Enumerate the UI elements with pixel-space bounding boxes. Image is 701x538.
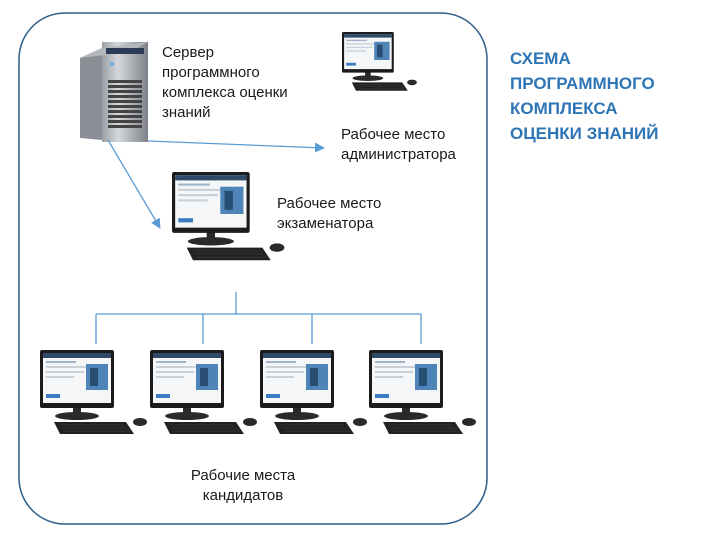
candidate-workstation-icon-1: [39, 349, 148, 435]
admin-label: Рабочее место администратора: [341, 125, 456, 165]
diagram-title-line: ОЦЕНКИ ЗНАНИЙ: [510, 124, 659, 143]
diagram-title-line: КОМПЛЕКСА: [510, 99, 618, 118]
diagram-frame: [18, 12, 488, 525]
server-label: Сервер программного комплекса оценки зна…: [162, 43, 288, 123]
server-icon: [80, 42, 148, 142]
candidates-label-line: Рабочие места: [190, 467, 296, 484]
candidate-workstation-icon-3: [259, 349, 368, 435]
network-tree: [95, 292, 422, 344]
server-label-line: знаний: [162, 104, 211, 121]
candidates-label: Рабочие места кандидатов: [183, 466, 303, 506]
examiner-workstation-icon: [171, 171, 285, 261]
examiner-label-line: Рабочее место: [277, 195, 382, 212]
diagram-title: СХЕМА ПРОГРАММНОГО КОМПЛЕКСА ОЦЕНКИ ЗНАН…: [510, 46, 659, 146]
admin-workstation-icon: [341, 31, 418, 92]
candidates-label-line: кандидатов: [202, 487, 284, 504]
diagram-title-line: СХЕМА: [510, 49, 571, 68]
server-label-line: Сервер: [162, 44, 215, 61]
server-label-line: программного: [162, 64, 260, 81]
candidate-workstation-icon-2: [149, 349, 258, 435]
diagram-title-line: ПРОГРАММНОГО: [510, 74, 655, 93]
examiner-label-line: экзаменатора: [277, 215, 374, 232]
arrow-server-to-admin: [147, 140, 325, 153]
admin-label-line: Рабочее место: [341, 126, 446, 143]
examiner-label: Рабочее место экзаменатора: [277, 194, 381, 234]
candidate-workstation-icon-4: [368, 349, 477, 435]
arrow-server-to-examiner: [107, 139, 161, 229]
admin-label-line: администратора: [341, 146, 456, 163]
server-label-line: комплекса оценки: [162, 84, 288, 101]
